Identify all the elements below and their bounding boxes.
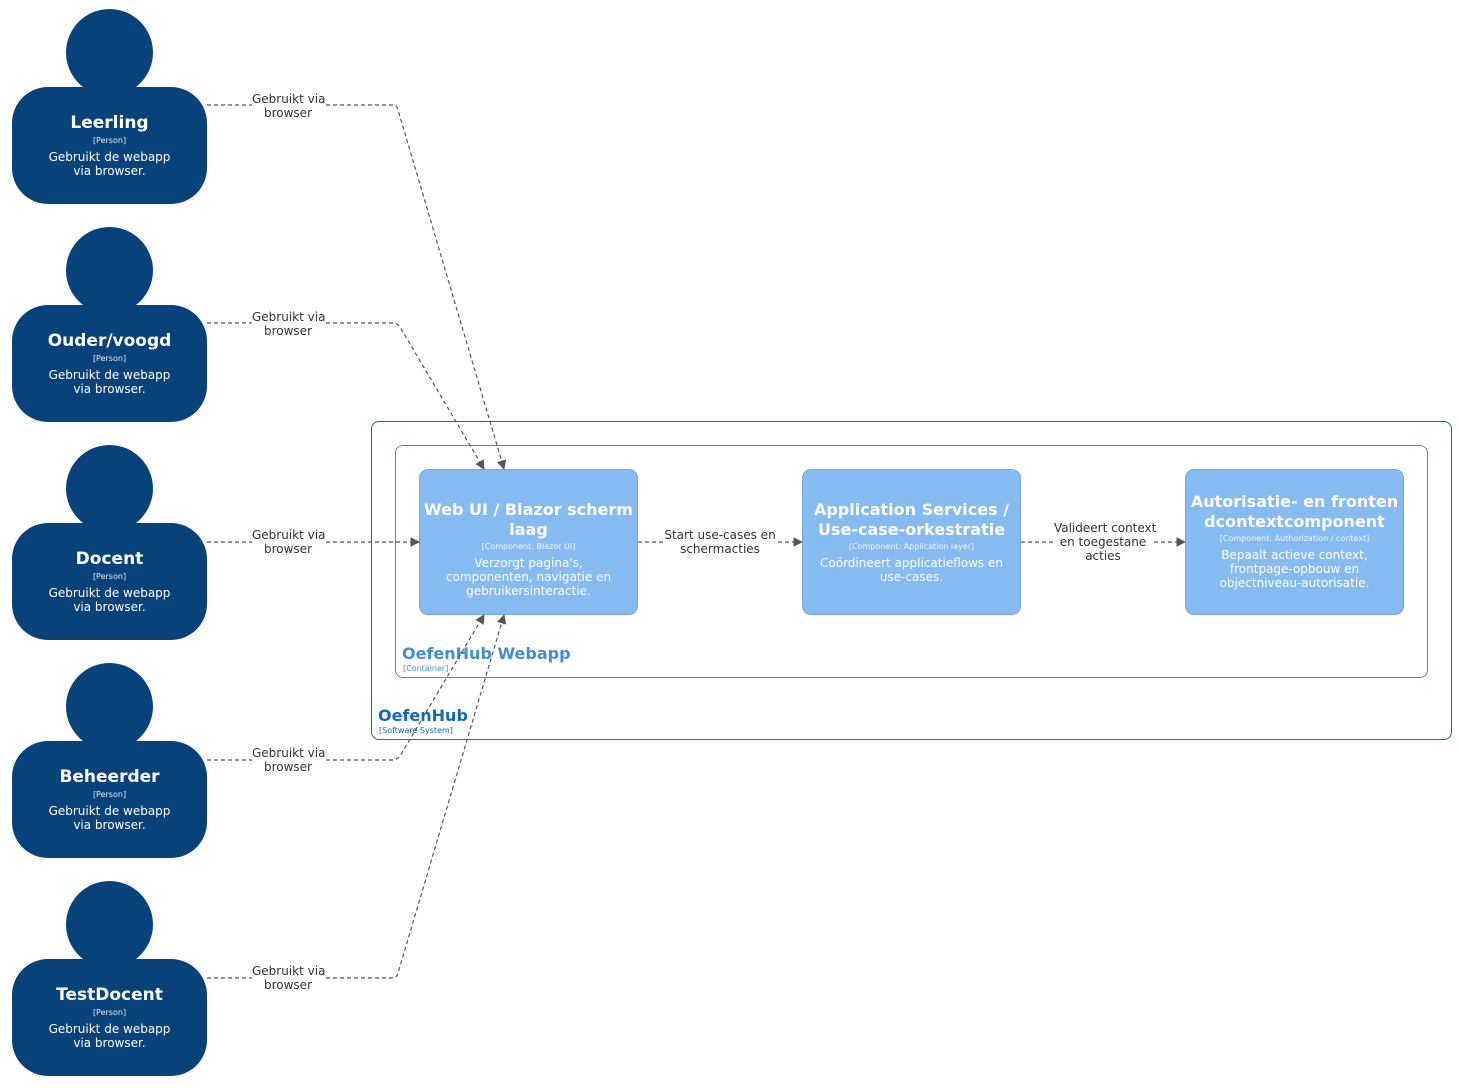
person-type: [Person] (92, 136, 127, 145)
person-leerling[interactable]: Leerling [Person] Gebruikt de webapp via… (12, 9, 207, 205)
person-type: [Person] (92, 572, 127, 581)
edge-label-line: browser (263, 978, 312, 992)
edge-label-line: Gebruikt via (252, 528, 326, 542)
edge-label-line: browser (263, 542, 312, 556)
edge-label-line: Gebruikt via (252, 746, 326, 760)
person-name: TestDocent (56, 985, 163, 1005)
person-description: Gebruikt de webapp via browser. (48, 586, 171, 614)
person-testdocent[interactable]: TestDocent [Person] Gebruikt de webapp v… (12, 881, 207, 1077)
edge-label-line: Gebruikt via (252, 964, 326, 978)
edge-label-line: browser (263, 324, 312, 338)
component-name: Web UI / Blazor schermlaag (424, 500, 633, 539)
edge-label-line: browser (263, 760, 312, 774)
system-boundary-name: OefenHub (378, 706, 468, 725)
person-beheerder[interactable]: Beheerder [Person] Gebruikt de webapp vi… (12, 663, 207, 859)
component-application-services[interactable]: Application Services / Use-case-orkestra… (802, 469, 1021, 615)
person-description: Gebruikt de webapp via browser. (48, 150, 171, 178)
person-name: Docent (75, 549, 144, 569)
person-body: TestDocent [Person] Gebruikt de webapp v… (12, 959, 207, 1076)
container-boundary-name: OefenHub Webapp (402, 644, 571, 663)
person-body: Leerling [Person] Gebruikt de webapp via… (12, 87, 207, 204)
edge-label-leerling: Gebruikt via browser (252, 92, 326, 120)
edge-label-docent: Gebruikt via browser (252, 528, 326, 556)
edge-label-line: Start use-cases en (664, 528, 776, 542)
edge-label-line: Valideert context (1054, 521, 1157, 535)
edge-label-line: schermacties (680, 542, 760, 556)
person-name: Leerling (70, 113, 149, 133)
person-ouder-voogd[interactable]: Ouder/voogd [Person] Gebruikt de webapp … (12, 227, 207, 423)
component-type: [Component: Application layer] (848, 542, 975, 551)
person-name: Ouder/voogd (47, 331, 172, 351)
person-body: Docent [Person] Gebruikt de webapp via b… (12, 523, 207, 640)
component-description: Bepaalt actieve context, frontpage-opbou… (1219, 548, 1370, 590)
person-head-icon (66, 881, 153, 968)
person-description: Gebruikt de webapp via browser. (48, 1022, 171, 1050)
system-boundary-type: [Software System] (379, 726, 453, 735)
person-name: Beheerder (59, 767, 160, 787)
person-description: Gebruikt de webapp via browser. (48, 368, 171, 396)
person-head-icon (66, 227, 153, 314)
edge-label-line: Gebruikt via (252, 92, 326, 106)
person-type: [Person] (92, 1008, 127, 1017)
person-body: Beheerder [Person] Gebruikt de webapp vi… (12, 741, 207, 858)
person-head-icon (66, 445, 153, 532)
component-type: [Component: Blazor UI] (481, 542, 576, 551)
edge-label-valideert-context: Valideert context en toegestane acties (1054, 521, 1157, 563)
component-web-ui[interactable]: Web UI / Blazor schermlaag [Component: B… (419, 469, 638, 615)
component-type: [Component: Authorization / context] (1219, 534, 1370, 543)
edge-label-line: acties (1085, 549, 1121, 563)
component-description: Verzorgt pagina's, componenten, navigati… (445, 556, 612, 598)
container-boundary-type: [Container] (403, 664, 449, 673)
person-docent[interactable]: Docent [Person] Gebruikt de webapp via b… (12, 445, 207, 641)
edge-leerling-to-web-ui (207, 104, 507, 470)
edge-label-line: Gebruikt via (252, 310, 326, 324)
person-description: Gebruikt de webapp via browser. (48, 804, 171, 832)
person-type: [Person] (92, 354, 127, 363)
person-head-icon (66, 9, 153, 96)
edge-label-start-use-cases: Start use-cases en schermacties (663, 528, 777, 556)
component-name: Application Services / Use-case-orkestra… (813, 500, 1010, 539)
component-autorisatie-context[interactable]: Autorisatie- en frontendcontextcomponent… (1185, 469, 1404, 615)
edge-label-line: en toegestane (1059, 535, 1147, 549)
person-body: Ouder/voogd [Person] Gebruikt de webapp … (12, 305, 207, 422)
component-description: Coördineert applicatieflows en use-cases… (820, 556, 1003, 584)
component-name: Autorisatie- en frontendcontextcomponent (1190, 492, 1399, 531)
edge-label-testdocent: Gebruikt via browser (252, 964, 326, 992)
person-type: [Person] (92, 790, 127, 799)
edge-label-beheerder: Gebruikt via browser (252, 746, 326, 774)
person-head-icon (66, 663, 153, 750)
edge-label-line: browser (263, 106, 312, 120)
edge-label-ouder: Gebruikt via browser (252, 310, 326, 338)
